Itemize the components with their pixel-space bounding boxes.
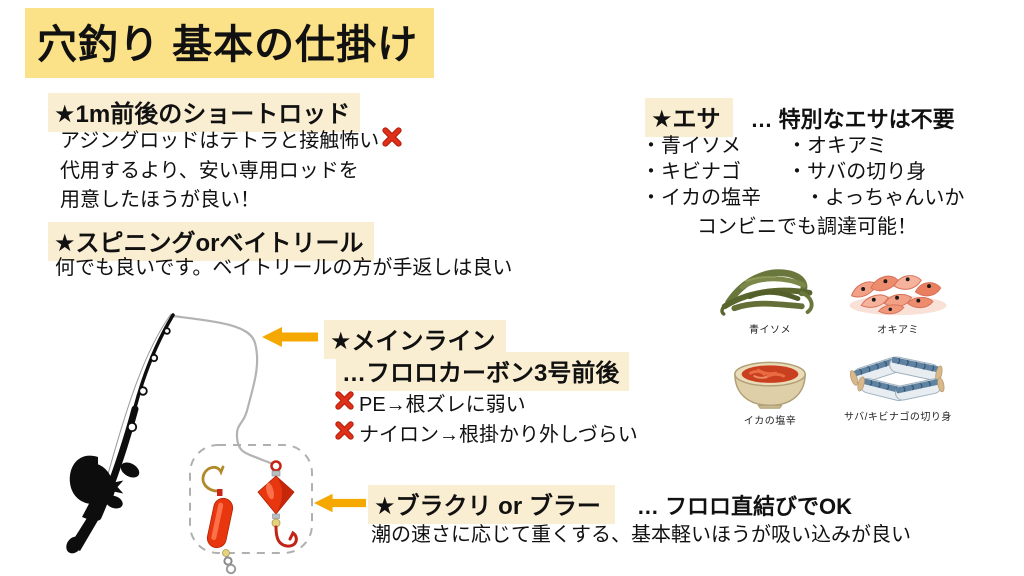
burakuri-lure-icon (257, 460, 298, 548)
cross-icon (381, 126, 403, 157)
blar-lure-icon (201, 465, 237, 575)
bait-section-note: … 特別なエサは不要 (750, 107, 955, 132)
rig-body: 潮の速さに応じて重くする、基本軽いほうが吸い込みが良い (371, 524, 911, 546)
bait-figure-krill: オキアミ (834, 257, 962, 336)
fishing-rod-illustration (66, 313, 313, 575)
krill-illustration-icon (849, 275, 947, 316)
mainline-warnings: PE→根ズレに弱い ナイロン→根掛かり外しづらい (334, 390, 638, 450)
bait-section-heading: ★エサ (645, 98, 733, 137)
ragworms-illustration-icon (720, 269, 814, 316)
bait-caption: サバ/キビナゴの切り身 (844, 412, 952, 423)
rig-dashed-box (189, 444, 313, 554)
rig-header: ★ブラクリ or ブラー … フロロ直結びでOK (368, 485, 852, 524)
rod-section-body: アジングロッドはテトラと接触怖い 代用するより、安い専用ロッドを 用意したほうが… (60, 126, 403, 215)
mainline-warning-pe: PE→根ズレに弱い (334, 390, 638, 420)
bait-item: ・イカの塩辛 (641, 187, 761, 209)
bait-image-grid: 青イソメ (706, 257, 962, 427)
rod-section-line3: 用意したほうが良い！ (60, 189, 260, 211)
rig-arrow-left-icon (314, 492, 366, 519)
mainline-warning-nylon: ナイロン→根掛かり外しづらい (334, 420, 638, 450)
bait-item: ・サバの切り身 (787, 161, 927, 183)
bait-footer: コンビニでも調達可能！ (697, 216, 917, 238)
mainline-arrow-left-icon (262, 327, 318, 352)
bait-item: ・青イソメ (641, 135, 741, 157)
rod-section-line1: アジングロッドはテトラと接触怖い (60, 126, 403, 157)
bait-item: ・キビナゴ (641, 161, 741, 183)
fish-fillets-illustration-icon (849, 356, 945, 402)
bait-list: ・青イソメ ・オキアミ ・キビナゴ ・サバの切り身 ・イカの塩辛 ・よっちゃんい… (641, 133, 964, 211)
rig-heading: ★ブラクリ or ブラー (368, 485, 615, 524)
bait-figure-fish-fillets: サバ/キビナゴの切り身 (834, 348, 962, 427)
mainline-heading-line2: …フロロカーボン3号前後 (336, 352, 630, 391)
bait-caption: 青イソメ (749, 325, 791, 336)
cross-icon (334, 420, 355, 450)
cross-icon (334, 390, 355, 420)
bait-item: ・よっちゃんいか (805, 187, 965, 209)
bait-figure-squid-bowl: イカの塩辛 (706, 348, 834, 427)
bait-section-header: ★エサ … 特別なエサは不要 (645, 98, 955, 137)
rod-section-heading: ★1m前後のショートロッド (48, 93, 361, 132)
rig-note: … フロロ直結びでOK (636, 494, 852, 519)
reel-section-body: 何でも良いです。ベイトリールの方が手返しは良い (55, 257, 513, 279)
page-title: 穴釣り 基本の仕掛け (25, 8, 435, 78)
bait-caption: オキアミ (877, 325, 919, 336)
bait-caption: イカの塩辛 (743, 416, 797, 427)
bait-item: ・オキアミ (787, 135, 887, 157)
bait-figure-worms: 青イソメ (706, 257, 834, 336)
squid-bowl-illustration-icon (734, 361, 806, 409)
rod-section-line2: 代用するより、安い専用ロッドを (60, 160, 359, 182)
reel-section-heading: ★スピニングorベイトリール (48, 222, 374, 261)
